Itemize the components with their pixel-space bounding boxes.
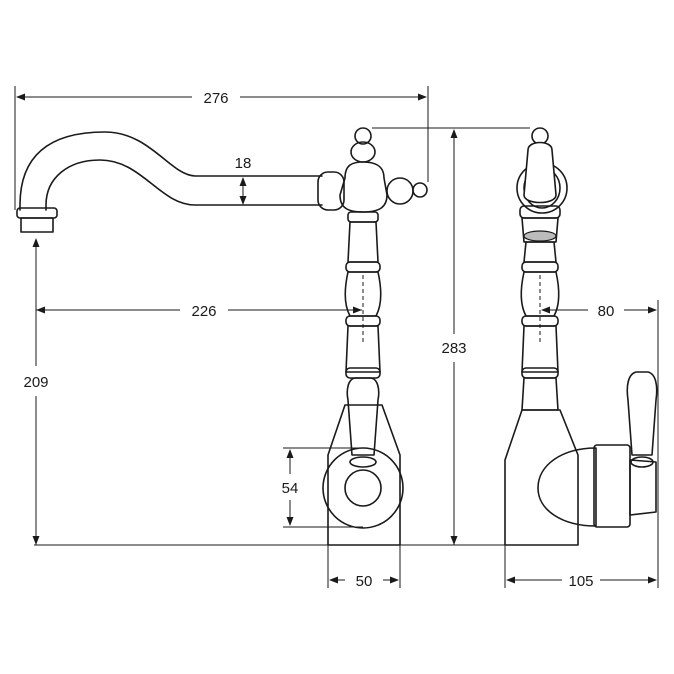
- dim-spout-thickness: 18: [235, 155, 252, 205]
- column-band-4: [345, 367, 381, 379]
- dim-label-18: 18: [235, 155, 252, 172]
- side-collar-lower: [521, 217, 559, 243]
- lever-handle: [346, 377, 380, 456]
- dim-label-50: 50: [356, 573, 373, 590]
- column-band-2: [345, 261, 381, 273]
- side-handle-boss: [537, 447, 597, 527]
- spout-inner-outline: [45, 159, 323, 211]
- side-aerator: [523, 230, 557, 242]
- dim-spout-length: 276: [14, 86, 429, 210]
- side-finial-ball: [531, 127, 549, 145]
- side-lever-cap: [630, 456, 654, 468]
- dim-label-80: 80: [598, 303, 615, 320]
- dim-handle-diameter: 54: [282, 447, 363, 528]
- side-finial-outline: [523, 141, 557, 204]
- side-column-section-4: [521, 377, 559, 411]
- dim-label-276: 276: [203, 90, 228, 107]
- side-base: [504, 409, 579, 546]
- side-lever-handle: [626, 371, 658, 456]
- lever-cap: [349, 456, 377, 468]
- dim-label-283: 283: [441, 340, 466, 357]
- top-finial-neck: [350, 141, 376, 163]
- side-handle-flange: [593, 444, 631, 528]
- side-column-section-1: [523, 241, 557, 263]
- side-column-band-4: [521, 367, 559, 379]
- handle-hub-inner: [344, 469, 382, 507]
- dim-label-54: 54: [282, 480, 299, 497]
- spout-collar: [317, 171, 345, 211]
- base-housing: [327, 404, 401, 546]
- side-finial-body: [524, 142, 556, 203]
- side-view: [504, 127, 658, 546]
- body-head: [339, 161, 388, 213]
- dim-overall-height: 283: [372, 127, 530, 545]
- side-handle-cap: [629, 459, 657, 516]
- side-column-band-2: [521, 261, 559, 273]
- handle-hub-outer: [322, 447, 404, 529]
- dim-label-226: 226: [191, 303, 216, 320]
- dim-side-reach: 80: [541, 300, 659, 588]
- front-view: [16, 127, 428, 546]
- dim-side-depth: 105: [504, 545, 657, 590]
- column-section-1: [347, 221, 379, 263]
- aerator-outlet: [20, 217, 54, 233]
- dim-label-105: 105: [568, 573, 593, 590]
- aerator-ring: [16, 207, 58, 219]
- spout-outline: [19, 131, 323, 211]
- dim-label-209: 209: [23, 374, 48, 391]
- dim-base-width: 50: [327, 545, 401, 590]
- top-finial-ball: [354, 127, 372, 145]
- side-knob-ball: [412, 182, 428, 198]
- dim-spout-reach: 226: [36, 303, 362, 320]
- column-band-1: [347, 211, 379, 223]
- dim-spout-height: 209: [23, 238, 49, 545]
- side-knob: [386, 177, 414, 205]
